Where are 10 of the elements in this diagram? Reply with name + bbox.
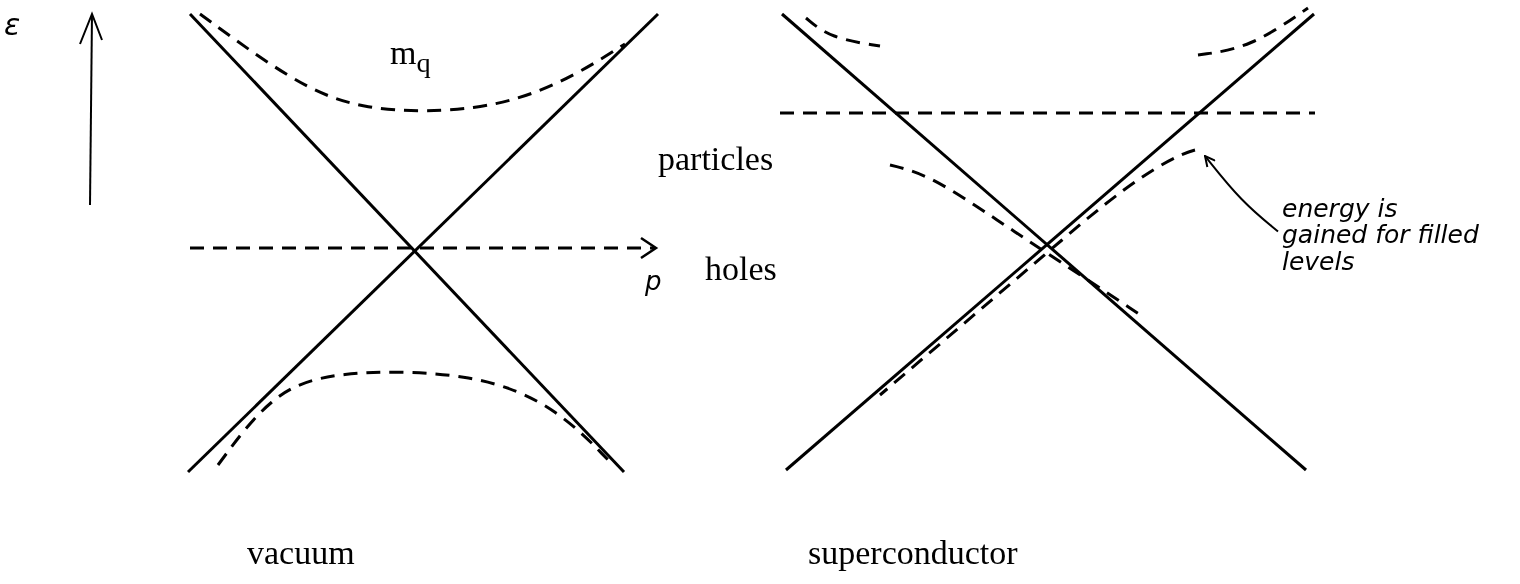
region-label: particles: [658, 142, 774, 176]
panel-label: vacuum: [247, 536, 355, 570]
mass-label: m$_{q}$: [390, 36, 431, 78]
axis-label: ε: [4, 10, 21, 40]
panel-label: superconductor: [808, 536, 1018, 570]
dispersion-curve: [879, 148, 1196, 397]
annotation-text: energy is gained for filled levels: [1282, 196, 1482, 275]
region-label: holes: [705, 252, 777, 286]
axis-label: p: [645, 268, 662, 294]
leader-arrow: [1204, 155, 1279, 233]
